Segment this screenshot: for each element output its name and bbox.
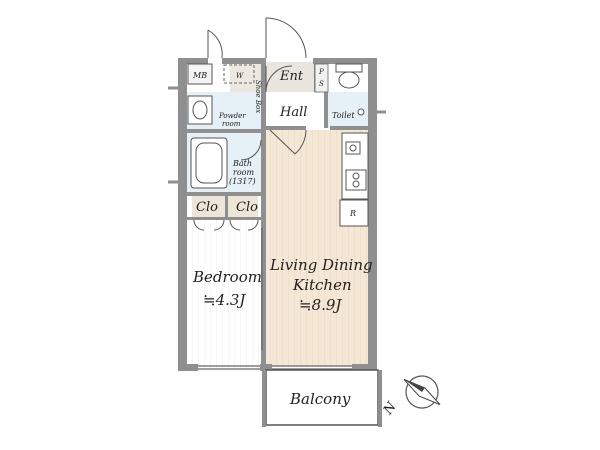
fridge-label: R	[349, 209, 356, 218]
bedroom-area-label: ≒4.3J	[203, 291, 246, 309]
closet-door-icon	[193, 219, 259, 231]
walls	[178, 58, 377, 371]
ldk-label-2: Kitchen	[292, 276, 352, 294]
kitchen-counter	[341, 132, 369, 200]
sink-icon	[187, 95, 213, 125]
stove-icon	[352, 172, 360, 188]
hall-label: Hall	[279, 105, 307, 120]
fridge-space	[339, 199, 369, 227]
ldk-door-icon	[269, 129, 307, 155]
balcony-label: Balcony	[289, 390, 351, 408]
outer-ticks	[168, 86, 386, 184]
ps-box	[314, 63, 329, 93]
w-closet	[223, 64, 255, 84]
powder-label-2: room	[222, 120, 241, 128]
ps-top-label: P	[318, 68, 324, 76]
closet-label-2: Clo	[236, 200, 258, 215]
toilet-label: Toilet	[332, 111, 355, 120]
shoe-box-label: Shoe Box	[254, 80, 262, 113]
mb-box	[187, 63, 213, 85]
entrance-door-icon	[207, 17, 307, 59]
bath-label-1: Bath	[232, 159, 252, 168]
bath-label-2: room	[233, 168, 254, 177]
toilet-icon	[335, 63, 363, 89]
paper-holder-icon	[357, 108, 365, 116]
windows	[198, 365, 352, 370]
closet-label-1: Clo	[196, 200, 218, 215]
balcony-area	[265, 369, 379, 426]
shoe-box-floor	[230, 62, 264, 92]
w-label: W	[236, 72, 244, 80]
north-label: N	[380, 399, 400, 418]
powder-label-1: Powder	[218, 112, 246, 120]
ent-label: Ent	[279, 69, 304, 84]
bedroom-label: Bedroom	[192, 268, 262, 286]
ps-bottom-label: S	[319, 80, 324, 88]
entrance-floor	[266, 62, 314, 92]
compass-icon	[403, 375, 441, 409]
bathtub-icon	[190, 137, 228, 189]
bedroom-floor	[185, 220, 263, 368]
mb-label: MB	[192, 71, 207, 80]
ldk-area-label: ≒8.9J	[299, 296, 342, 314]
bath-door-icon	[240, 139, 262, 161]
hall-door-icon	[265, 65, 293, 93]
bath-label-3: (1317)	[229, 177, 256, 186]
ldk-label-1: Living Dining	[269, 256, 373, 274]
